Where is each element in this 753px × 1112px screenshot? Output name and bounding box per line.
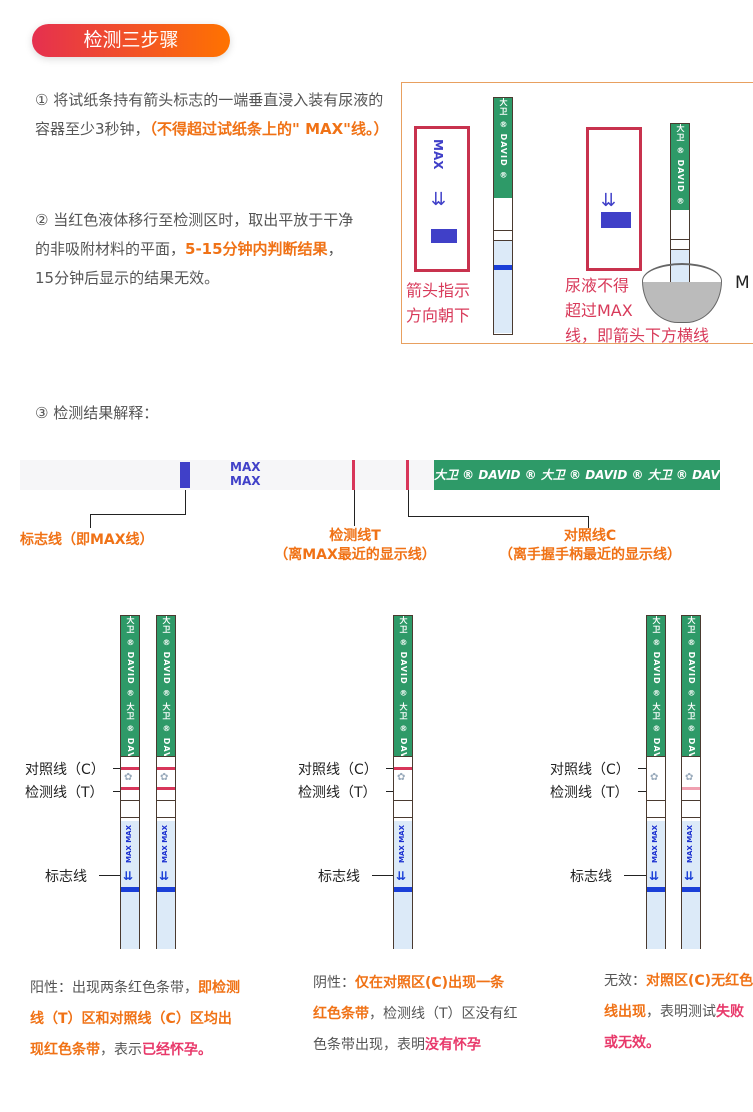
flower-icon: ✿: [124, 772, 133, 783]
test-strip: 大卫 ® DAVID ®: [493, 97, 513, 335]
max-text: MAX MAX: [686, 825, 694, 863]
test-line-label: 检测线（T）: [298, 785, 377, 801]
max-band: [682, 887, 700, 892]
strip-handle: 大卫 ® DAVID ® 大卫 ® DAVID ® 大卫 ® DAVID ®: [157, 616, 175, 756]
arrow-down-icon: ⇊: [396, 869, 407, 883]
arrow-down-icon: ⇊: [159, 869, 170, 883]
step-text-tail: ，15分钟后显示的结果无效。: [35, 240, 343, 287]
test-line: [682, 787, 700, 790]
step-1: ① 将试纸条持有箭头标志的一端垂直浸入装有尿液的容器至少3秒钟，（不得超过试纸条…: [35, 86, 390, 144]
result-text: 没有怀孕: [425, 1037, 481, 1053]
result-text: 对照区(C)无红色线出现: [604, 973, 753, 1020]
control-line-label: 对照线（C）: [550, 762, 630, 778]
control-line-label: 对照线（C）: [298, 762, 378, 778]
strip-handle: 大卫 ® DAVID ® 大卫 ® DAVID ® 大卫 ® DAVID ®: [682, 616, 700, 756]
control-line: [121, 767, 139, 770]
max-text: MAX: [431, 139, 445, 170]
control-line: [406, 460, 409, 490]
arrow-down-icon: ⇊: [431, 189, 447, 210]
max-line-label: 标志线: [318, 869, 360, 885]
max-band: [647, 887, 665, 892]
test-line-label: 检测线（T）: [550, 785, 629, 801]
max-band: [121, 887, 139, 892]
strip-handle: 大卫 ® DAVID ® 大卫 ® DAVID ® 大卫 ® DAVID ®: [394, 616, 412, 756]
test-line: [121, 787, 139, 790]
cup-max-label: M: [735, 273, 750, 293]
max-line-label: 标志线: [570, 869, 612, 885]
result-window: ✿: [121, 756, 139, 801]
step-text: 当红色液体移行至检测区时，取出平放于干净的非吸附材料的平面，: [35, 211, 354, 258]
max-band: [394, 887, 412, 892]
flower-icon: ✿: [160, 772, 169, 783]
result-text: ，检测线（T）区没有红色条带出现，表明: [313, 1006, 518, 1053]
strip-handle: 大卫 ® DAVID ® 大卫 ® DAVID ® 大卫 ® DAVID ®: [121, 616, 139, 756]
test-line: [157, 787, 175, 790]
result-text: 已经怀孕。: [142, 1042, 212, 1058]
step-highlight: 5-15分钟内判断结果: [185, 240, 328, 258]
arrow-down-icon: ⇊: [123, 869, 134, 883]
left-caption: 箭头指示方向朝下: [406, 281, 471, 325]
flower-icon: ✿: [650, 772, 659, 783]
test-line: [352, 460, 355, 490]
result-strip: 大卫 ® DAVID ® 大卫 ® DAVID ® 大卫 ® DAVID ® ✿ M…: [681, 615, 701, 949]
result-strip: 大卫 ® DAVID ® 大卫 ® DAVID ® 大卫 ® DAVID ® ✿ M…: [646, 615, 666, 949]
control-line-label: 对照线C（离手握手柄最近的显示线）: [499, 528, 681, 563]
arrow-down-icon: ⇊: [684, 869, 695, 883]
test-line-label: 检测线T（离MAX最近的显示线）: [274, 528, 436, 563]
max-line-label: 标志线: [45, 869, 87, 885]
step-text: 将试纸条持有箭头标志的一端垂直浸入装有尿液的容器至少3秒钟，: [35, 91, 384, 138]
max-zoom-box: ⇊: [586, 127, 642, 271]
step-2: ② 当红色液体移行至检测区时，取出平放于干净的非吸附材料的平面，5-15分钟内判…: [35, 206, 355, 293]
flower-icon: ✿: [397, 772, 406, 783]
max-text: MAX MAX: [398, 825, 406, 863]
result-text: 阴性：: [313, 975, 355, 991]
arrow-down-icon: ⇊: [649, 869, 660, 883]
max-band: [431, 229, 457, 243]
result-text: ，表示: [100, 1042, 142, 1058]
strip-handle: 大卫 ® DAVID ® 大卫 ® DAVID ® 大卫 ® DAVID ®: [434, 460, 720, 490]
max-band: [601, 212, 631, 228]
step-3: ③ 检测结果解释：: [35, 404, 159, 422]
result-text: ，表明测试: [646, 1004, 716, 1020]
control-line: [394, 767, 412, 770]
result-strip: 大卫 ® DAVID ® 大卫 ® DAVID ® 大卫 ® DAVID ® ✿ M…: [156, 615, 176, 949]
max-line-label: 标志线（即MAX线）: [20, 532, 154, 548]
strip-handle: 大卫 ® DAVID ®: [671, 124, 689, 210]
max-text: MAX MAX: [161, 825, 169, 863]
step-number: ①: [35, 91, 49, 109]
strip-handle: 大卫 ® DAVID ®: [494, 98, 512, 198]
max-text: MAX MAX: [651, 825, 659, 863]
max-band: [180, 462, 190, 488]
result-text: 阳性：出现两条红色条带，: [30, 980, 198, 996]
result-text: 无效：: [604, 973, 646, 989]
result-description: 阴性：仅在对照区(C)出现一条红色条带，检测线（T）区没有红色条带出现，表明没有…: [313, 968, 518, 1061]
result-window: ✿: [647, 756, 665, 801]
result-window: ✿: [682, 756, 700, 801]
test-line-label: 检测线（T）: [25, 785, 104, 801]
result-text: 仅在对照区(C)出现一条红色条带: [313, 975, 505, 1022]
result-strip: 大卫 ® DAVID ® 大卫 ® DAVID ® 大卫 ® DAVID ® ✿ M…: [393, 615, 413, 949]
step-number: ②: [35, 211, 49, 229]
result-window: ✿: [157, 756, 175, 801]
strip-handle: 大卫 ® DAVID ® 大卫 ® DAVID ® 大卫 ® DAVID ®: [647, 616, 665, 756]
result-description: 无效：对照区(C)无红色线出现，表明测试失败或无效。: [604, 966, 753, 1059]
dip-illustration: MAX ⇊ ⇊ 大卫 ® DAVID ® 大卫 ® DAVID ® 箭头指示方向…: [401, 82, 753, 345]
result-window: ✿: [394, 756, 412, 801]
result-text: 失败或无效。: [604, 1004, 744, 1051]
step-highlight: （不得超过试纸条上的" MAX"线。）: [149, 120, 389, 138]
arrow-down-icon: ⇊: [601, 190, 617, 211]
control-line: [157, 767, 175, 770]
max-band: [157, 887, 175, 892]
arrow-zoom-box: MAX ⇊: [414, 126, 470, 272]
section-title: 检测三步骤: [32, 24, 230, 57]
flower-icon: ✿: [685, 772, 694, 783]
max-text: MAX MAX: [125, 825, 133, 863]
control-line-label: 对照线（C）: [25, 762, 105, 778]
result-text: 即检测线（T）区和对照线（C）区均出现红色条带: [30, 980, 240, 1058]
result-description: 阳性：出现两条红色条带，即检测线（T）区和对照线（C）区均出现红色条带，表示已经…: [30, 973, 245, 1066]
result-strip: 大卫 ® DAVID ® 大卫 ® DAVID ® 大卫 ® DAVID ® ✿ M…: [120, 615, 140, 949]
